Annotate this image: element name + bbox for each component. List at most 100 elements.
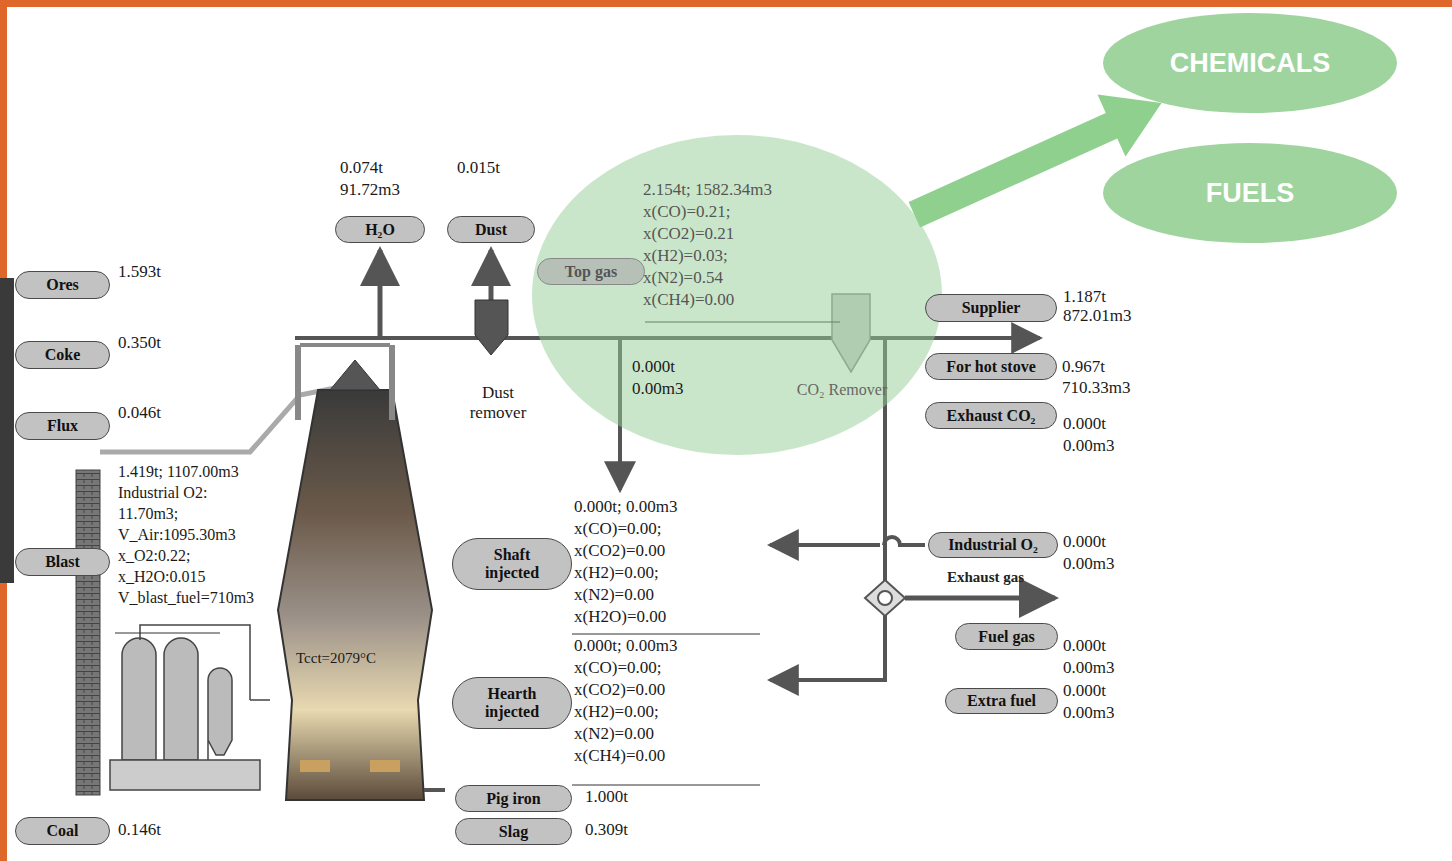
value-label: x(H2)=0.00; [574, 702, 659, 722]
product-box: Slag [455, 818, 572, 845]
use-ellipse: CHEMICALS [1103, 13, 1397, 113]
input-box: Blast [15, 548, 110, 576]
value-label: 0.074t [340, 158, 383, 178]
node-label: Coke [45, 346, 81, 364]
node-label: Flux [47, 417, 78, 435]
value-label: 0.350t [118, 333, 161, 353]
value-label: 0.046t [118, 403, 161, 423]
value-label: 1.593t [118, 262, 161, 282]
value-label: x_O2:0.22; [118, 546, 190, 566]
node-label: CHEMICALS [1170, 48, 1331, 79]
value-label: x(H2O)=0.00 [574, 607, 666, 627]
output-box: H₂O [335, 216, 425, 243]
value-label: x(CO2)=0.00 [574, 541, 665, 561]
value-label: 0.000t; 0.00m3 [574, 636, 677, 656]
node-label: Blast [45, 553, 80, 571]
furnace [278, 345, 445, 800]
node-label: Coal [47, 822, 79, 840]
value-label: 0.146t [118, 820, 161, 840]
node-label: Ores [46, 276, 79, 294]
value-label: x(CO)=0.00; [574, 519, 662, 539]
value-label: 0.00m3 [1063, 658, 1114, 678]
node-label: For hot stove [946, 358, 1035, 376]
dust-remover [475, 300, 508, 355]
value-label: 0.000t [1063, 681, 1106, 701]
input-box: Flux [15, 412, 110, 440]
value-label: x(CO)=0.00; [574, 658, 662, 678]
value-label: 710.33m3 [1062, 378, 1130, 398]
value-label: V_Air:1095.30m3 [118, 525, 236, 545]
input-box: Ores [15, 271, 110, 299]
value-label: Dust remover [458, 383, 538, 423]
gas-data-line: x(CO2)=0.21 [643, 223, 942, 245]
value-label: 872.01m3 [1063, 306, 1131, 326]
gas-data-line: x(CO)=0.21; [643, 201, 942, 223]
value-label: 1.000t [585, 787, 628, 807]
value-label: 0.000t [632, 357, 675, 377]
value-label: x(N2)=0.00 [574, 585, 654, 605]
value-label: x(CH4)=0.00 [574, 746, 665, 766]
top-gas-box: Top gas [537, 258, 645, 285]
value-label: 0.00m3 [1063, 436, 1114, 456]
injection-box: Shaft injected [452, 538, 572, 590]
node-label: Fuel gas [978, 628, 1034, 646]
value-label: 1.419t; 1107.00m3 [118, 462, 239, 482]
node-label: Top gas [565, 263, 617, 281]
node-label: Supplier [962, 299, 1021, 317]
input-box: Industrial O₂ [928, 532, 1058, 558]
value-label: 0.000t [1063, 414, 1106, 434]
gas-data-line: x(CH4)=0.00 [643, 289, 942, 311]
chimney [76, 470, 100, 795]
frame-strip [0, 0, 1452, 7]
gas-data-line: x(N2)=0.54 [643, 267, 942, 289]
value-label: 0.000t; 0.00m3 [574, 497, 677, 517]
node-label: H₂O [365, 221, 395, 239]
product-box: Pig iron [455, 785, 572, 812]
value-label: 0.967t [1062, 357, 1105, 377]
input-box: Coal [15, 817, 110, 845]
value-label: 0.309t [585, 820, 628, 840]
value-label: x_H2O:0.015 [118, 567, 206, 587]
value-label: Exhaust gas [947, 567, 1024, 587]
output-box: Supplier [925, 294, 1057, 322]
value-label: 1.187t [1063, 287, 1106, 307]
hot-stoves [110, 625, 270, 790]
node-label: FUELS [1206, 178, 1295, 209]
input-box: Fuel gas [955, 623, 1058, 650]
node-label: Pig iron [486, 790, 540, 808]
output-box: Exhaust CO₂ [925, 402, 1057, 429]
node-label: Shaft injected [467, 546, 557, 582]
output-box: Dust [447, 216, 535, 243]
value-label: 91.72m3 [340, 180, 400, 200]
value-label: 0.00m3 [632, 379, 683, 399]
value-label: 11.70m3; [118, 504, 178, 524]
input-box: Extra fuel [945, 688, 1058, 714]
value-label: CO₂ Remover [790, 380, 894, 400]
value-label: x(N2)=0.00 [574, 724, 654, 744]
top-gas-highlight: 2.154t; 1582.34m3x(CO)=0.21;x(CO2)=0.21x… [532, 135, 942, 455]
use-ellipse: FUELS [1103, 143, 1397, 243]
value-label: V_blast_fuel=710m3 [118, 588, 254, 608]
value-label: x(H2)=0.00; [574, 563, 659, 583]
input-box: Coke [15, 341, 110, 369]
injection-box: Hearth injected [452, 677, 572, 729]
gas-data-line: x(H2)=0.03; [643, 245, 942, 267]
node-label: Hearth injected [467, 685, 557, 721]
value-label: Tcct=2079°C [296, 648, 376, 668]
value-label: 0.00m3 [1063, 554, 1114, 574]
value-label: Industrial O2: [118, 483, 207, 503]
node-label: Extra fuel [967, 692, 1036, 710]
value-label: x(CO2)=0.00 [574, 680, 665, 700]
gas-data-line: 2.154t; 1582.34m3 [643, 179, 942, 201]
value-label: 0.000t [1063, 532, 1106, 552]
output-box: For hot stove [925, 353, 1057, 380]
node-label: Dust [475, 221, 507, 239]
value-label: 0.000t [1063, 636, 1106, 656]
value-label: 0.00m3 [1063, 703, 1114, 723]
node-label: Exhaust CO₂ [947, 407, 1036, 425]
node-label: Industrial O₂ [948, 536, 1038, 554]
node-label: Slag [499, 823, 528, 841]
value-label: 0.015t [457, 158, 500, 178]
frame-panel [0, 278, 14, 583]
valve [865, 580, 905, 616]
